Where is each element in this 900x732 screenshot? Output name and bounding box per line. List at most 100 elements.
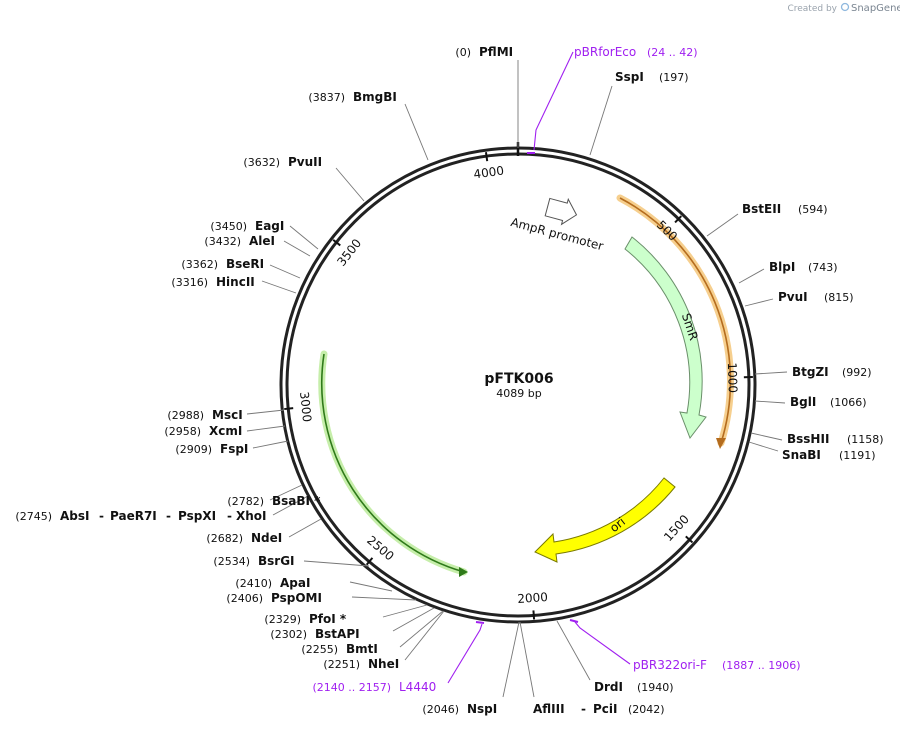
enzyme-bsshii-pos: (1158) xyxy=(847,433,884,446)
enzyme-afliii-pcii-pos: (2042) xyxy=(628,703,665,716)
primer-l4440[interactable]: (2140 .. 2157) L4440 xyxy=(312,680,436,694)
enzyme-alei-pos: (3432) xyxy=(204,235,241,248)
enzyme-ndei[interactable]: (2682) NdeI xyxy=(206,531,282,545)
enzyme-btgzi[interactable]: BtgZI (992) xyxy=(792,365,872,379)
plasmid-center: pFTK006 4089 bp xyxy=(484,371,553,400)
enzyme-pfoi[interactable]: (2329) PfoI * xyxy=(264,612,346,626)
enzyme-bmgbi[interactable]: (3837) BmgBI xyxy=(308,90,396,104)
leader-nspi xyxy=(503,622,519,697)
enzyme-sspi-name: SspI xyxy=(615,70,644,84)
primer-l4440-leader xyxy=(448,624,482,683)
enzyme-nspi[interactable]: (2046) NspI xyxy=(422,702,497,716)
leader-bmgbi xyxy=(405,104,428,160)
enzyme-nhei-pos: (2251) xyxy=(323,658,360,671)
ampr-promoter-label: AmpR promoter xyxy=(509,215,605,253)
enzyme-xcmi-name: XcmI xyxy=(209,424,242,438)
enzyme-bseri-pos: (3362) xyxy=(181,258,218,271)
enzyme-pspxi-name: PspXI xyxy=(178,509,216,523)
enzyme-fspi[interactable]: (2909) FspI xyxy=(175,442,248,456)
enzyme-pvui[interactable]: PvuI (815) xyxy=(778,290,854,304)
enzyme-pspomi-name: PspOMI xyxy=(271,591,322,605)
enzyme-apai[interactable]: (2410) ApaI xyxy=(235,576,310,590)
enzyme-pfimi-name: PflMI xyxy=(479,45,513,59)
enzyme-nhei[interactable]: (2251) NheI xyxy=(323,657,399,671)
enzyme-pfimi[interactable]: (0) PflMI xyxy=(455,45,513,59)
enzyme-ndei-name: NdeI xyxy=(251,531,282,545)
watermark-prefix: Created by xyxy=(787,4,837,14)
enzyme-drdi-name: DrdI xyxy=(594,680,623,694)
enzyme-blpi[interactable]: BlpI (743) xyxy=(769,260,838,274)
enzyme-pvuii-pos: (3632) xyxy=(243,156,280,169)
tick-mark-4000 xyxy=(486,152,487,161)
primer-l4440-name: L4440 xyxy=(399,680,436,694)
leader-drdi xyxy=(557,621,590,680)
primer-pbr322ori-f[interactable]: pBR322ori-F (1887 .. 1906) xyxy=(633,658,801,672)
enzyme-absi-group[interactable]: (2745) AbsI - PaeR7I - PspXI - XhoI xyxy=(15,509,266,523)
tick-mark-3000 xyxy=(284,408,293,409)
enzyme-fspi-pos: (2909) xyxy=(175,443,212,456)
tick-label-4000: 4000 xyxy=(473,163,505,181)
leader-eagi xyxy=(290,226,318,249)
primer-pbr322ori-f-mark[interactable] xyxy=(570,620,578,622)
enzyme-snabi-name: SnaBI xyxy=(782,448,821,462)
primer-l4440-mark[interactable] xyxy=(476,622,484,623)
tick-label-1500: 1500 xyxy=(661,512,692,544)
primer-pbrforeco-leader xyxy=(534,52,573,150)
enzyme-btgzi-name: BtgZI xyxy=(792,365,829,379)
enzyme-btgzi-pos: (992) xyxy=(842,366,872,379)
enzyme-bsshii[interactable]: BssHII (1158) xyxy=(787,432,884,446)
enzyme-absi-name: AbsI xyxy=(60,509,89,523)
enzyme-hincii-name: HincII xyxy=(216,275,255,289)
enzyme-bstapi-name: BstAPI xyxy=(315,627,360,641)
enzyme-blpi-pos: (743) xyxy=(808,261,838,274)
leader-blpi xyxy=(739,269,764,283)
primer-l4440-range: (2140 .. 2157) xyxy=(312,681,391,694)
tick-label-3000: 3000 xyxy=(297,391,314,423)
enzyme-bsrgi[interactable]: (2534) BsrGI xyxy=(213,554,294,568)
enzyme-bsshii-name: BssHII xyxy=(787,432,829,446)
enzyme-xcmi[interactable]: (2958) XcmI xyxy=(164,424,242,438)
enzyme-bsrgi-name: BsrGI xyxy=(258,554,295,568)
enzyme-bmti[interactable]: (2255) BmtI xyxy=(301,642,377,656)
enzyme-snabi[interactable]: SnaBI (1191) xyxy=(782,448,876,462)
enzyme-drdi-pos: (1940) xyxy=(637,681,674,694)
enzyme-afliii-name: AflIII xyxy=(533,702,565,716)
tick-label-1000: 1000 xyxy=(725,362,740,393)
enzyme-bseri[interactable]: (3362) BseRI xyxy=(181,257,264,271)
primer-pbr322ori-f-range: (1887 .. 1906) xyxy=(722,659,801,672)
enzyme-pvui-name: PvuI xyxy=(778,290,808,304)
leader-bsteii xyxy=(707,214,738,236)
leader-pvui xyxy=(745,299,773,306)
enzyme-bstapi[interactable]: (2302) BstAPI xyxy=(270,627,359,641)
enzyme-bmgbi-pos: (3837) xyxy=(308,91,345,104)
enzyme-bsabi[interactable]: (2782) BsaBI * xyxy=(227,494,321,508)
enzyme-bsteii-name: BstEII xyxy=(742,202,781,216)
enzyme-pspomi[interactable]: (2406) PspOMI xyxy=(226,591,322,605)
enzyme-nspi-pos: (2046) xyxy=(422,703,459,716)
enzyme-msci[interactable]: (2988) MscI xyxy=(167,408,242,422)
enzyme-sspi[interactable]: SspI (197) xyxy=(615,70,689,84)
enzyme-bgli[interactable]: BglI (1066) xyxy=(790,395,867,409)
enzyme-apai-pos: (2410) xyxy=(235,577,272,590)
snapgene-logo-icon xyxy=(842,4,849,11)
enzyme-afliii-pcii[interactable]: AflIII - PciI (2042) xyxy=(533,702,665,716)
enzyme-bmti-name: BmtI xyxy=(346,642,378,656)
enzyme-pvuii[interactable]: (3632) PvuII xyxy=(243,155,322,169)
enzyme-nspi-name: NspI xyxy=(467,702,497,716)
enzyme-eagi[interactable]: (3450) EagI xyxy=(210,219,284,233)
leader-msci xyxy=(247,410,284,414)
primer-pbrforeco[interactable]: pBRforEco (24 .. 42) xyxy=(574,45,698,59)
enzyme-bsteii[interactable]: BstEII (594) xyxy=(742,202,828,216)
enzyme-alei[interactable]: (3432) AleI xyxy=(204,234,275,248)
plasmid-name: pFTK006 xyxy=(484,371,553,387)
enzyme-pspomi-pos: (2406) xyxy=(226,592,263,605)
ampr-promoter-arrow[interactable] xyxy=(544,195,580,228)
leader-bseri xyxy=(270,265,300,278)
leader-hincii xyxy=(262,281,296,293)
enzyme-hincii[interactable]: (3316) HincII xyxy=(171,275,254,289)
enzyme-drdi[interactable]: DrdI (1940) xyxy=(594,680,674,694)
ori-arrow[interactable] xyxy=(535,478,675,562)
green-arc[interactable] xyxy=(322,354,464,572)
primer-pbrforeco-name: pBRforEco xyxy=(574,45,636,59)
